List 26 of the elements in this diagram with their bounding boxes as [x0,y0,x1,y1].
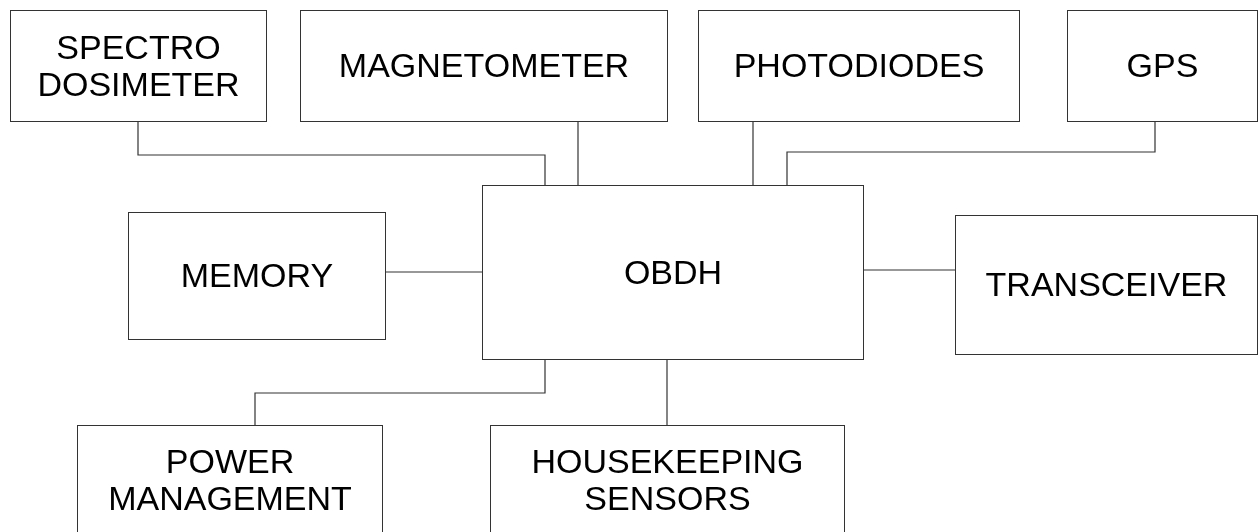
box-label: MAGNETOMETER [338,47,630,85]
box-label: OBDH [623,253,723,292]
process-box [482,185,864,360]
connector-line [666,359,668,426]
connector-line [786,121,1156,186]
process-box [77,425,383,532]
process-box [955,215,1258,355]
box-label: MEMORY [180,257,334,295]
connector-line [137,121,546,186]
process-box [10,10,267,122]
process-box [1067,10,1258,122]
box-label: POWER MANAGEMENT [107,442,353,518]
connector-line [863,269,956,271]
box-label: TRANSCEIVER [985,266,1228,304]
process-box [128,212,386,340]
process-box [698,10,1020,122]
process-box [300,10,668,122]
box-label: SPECTRO DOSIMETER [36,28,241,104]
connector-line [385,271,483,273]
process-box [490,425,845,532]
box-label: HOUSEKEEPING SENSORS [530,442,805,518]
box-label: PHOTODIODES [733,47,985,85]
connector-line [254,359,546,426]
box-label: GPS [1126,47,1199,85]
connector-line [577,121,579,186]
connector-line [752,121,754,186]
